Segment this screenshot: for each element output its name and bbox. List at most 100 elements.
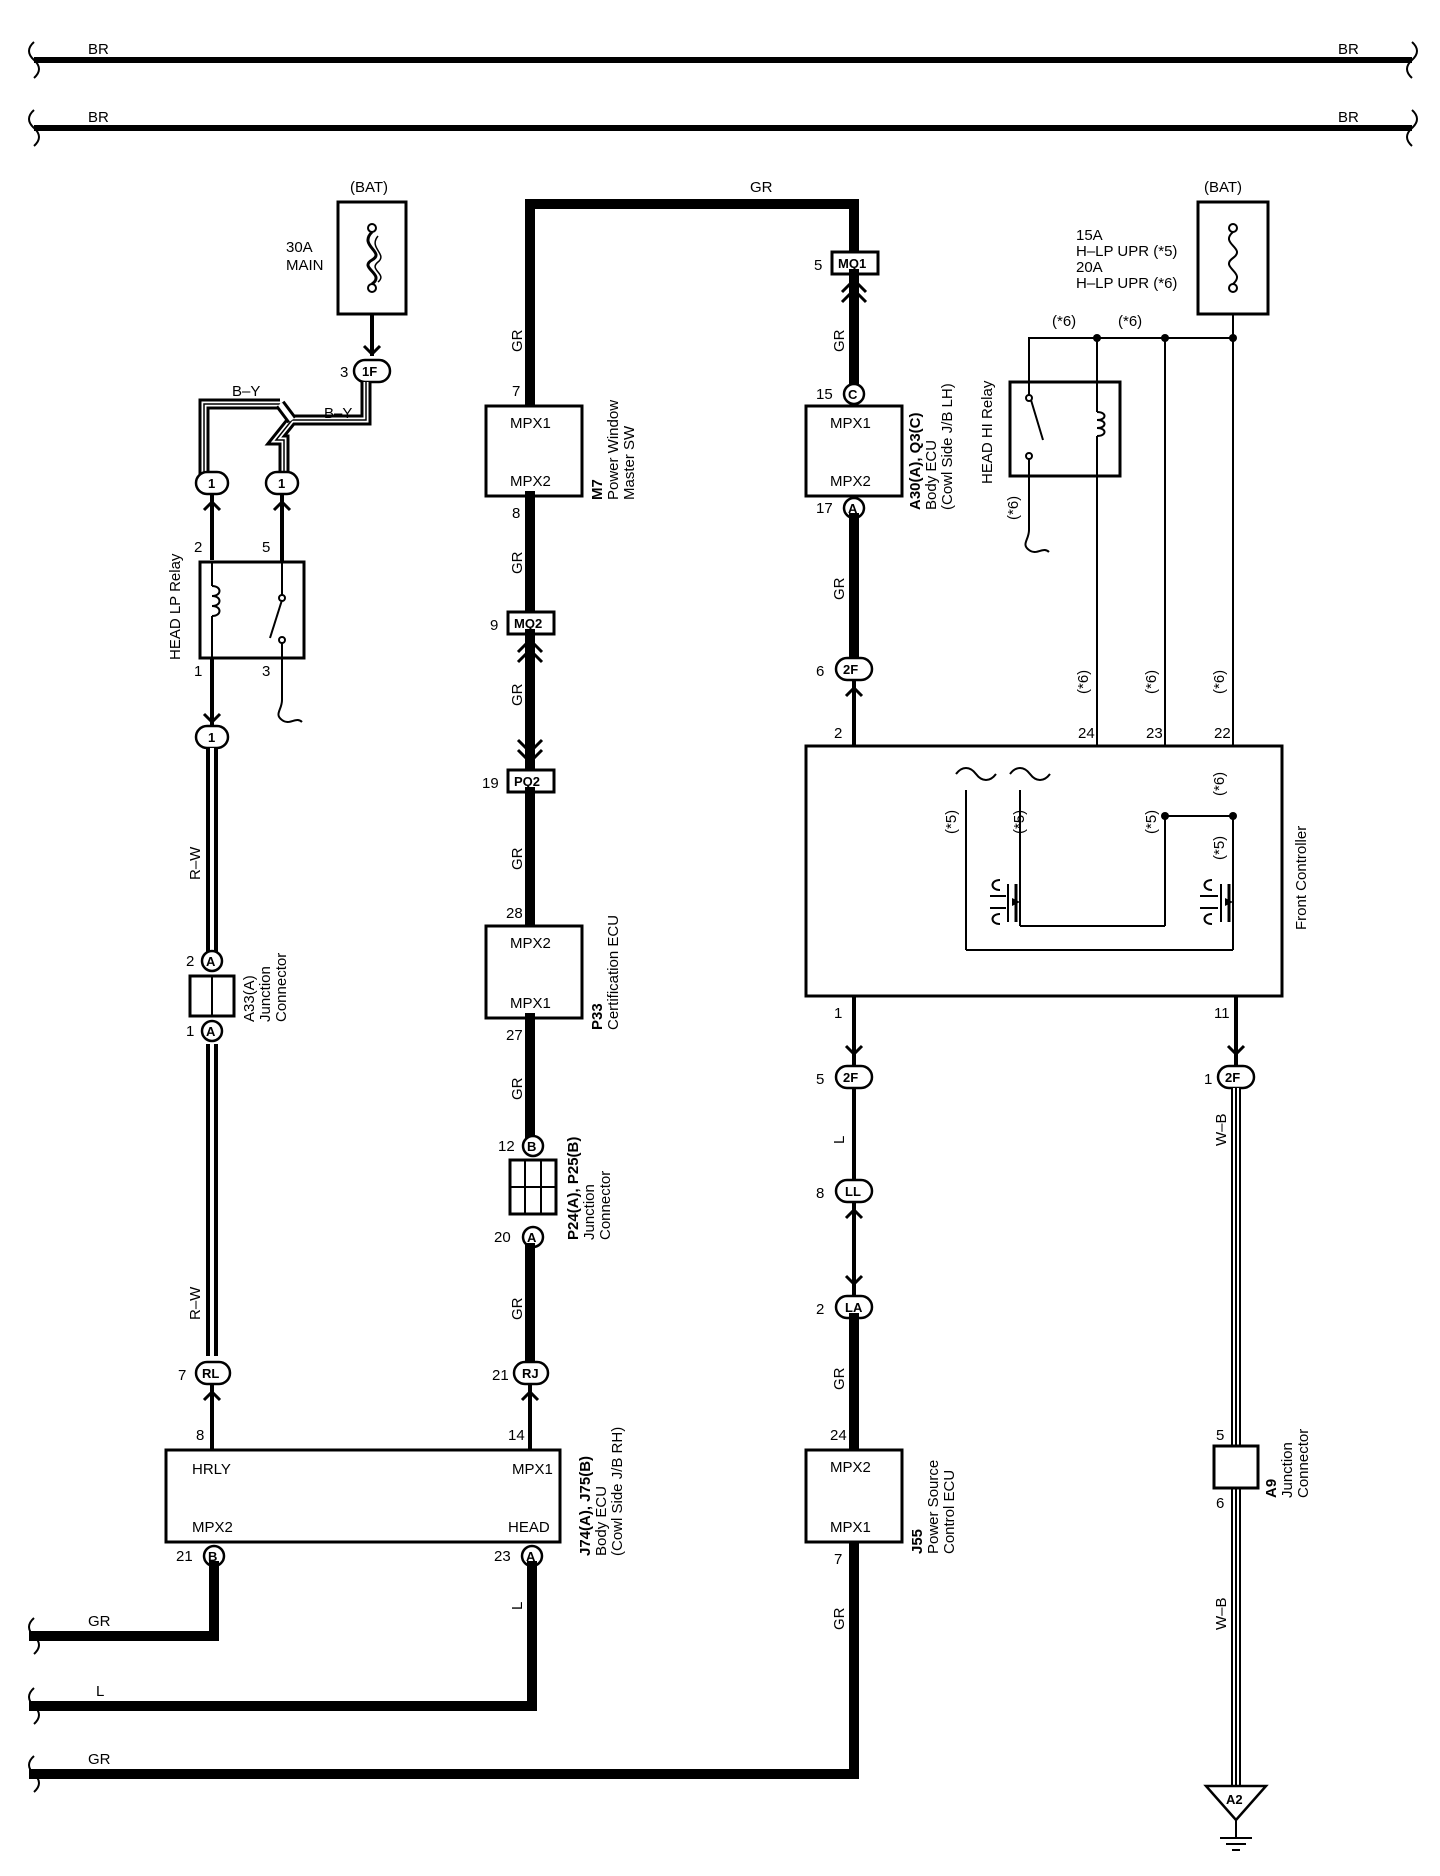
bus-label: BR xyxy=(1338,109,1359,126)
arrow-up-icon xyxy=(520,1389,540,1402)
note-label: (*6) xyxy=(1143,670,1160,694)
note-label: (*6) xyxy=(1211,670,1228,694)
connector-id: MQ2 xyxy=(514,616,542,631)
pin-number: 1 xyxy=(834,1005,842,1022)
pin-number: 11 xyxy=(1214,1005,1230,1022)
arrow-down-icon xyxy=(362,344,382,357)
component-code: A9 xyxy=(1263,1479,1280,1498)
connector-id: LA xyxy=(845,1300,863,1315)
relay-coil-icon xyxy=(1096,382,1106,476)
pin-number: 5 xyxy=(814,257,822,274)
component-code: P33 xyxy=(589,1003,606,1030)
component-code: P24(A), P25(B) xyxy=(565,1137,582,1240)
pin-number: 1 xyxy=(194,663,202,680)
wire-color: L xyxy=(831,1136,848,1144)
pin-number: 24 xyxy=(830,1427,847,1444)
pin-number: 23 xyxy=(1146,725,1163,742)
br-bus-lines: BR BR BR BR xyxy=(28,41,1418,147)
component-name: Body ECU xyxy=(923,440,940,510)
arrow-up-icon xyxy=(516,637,544,664)
terminal-label: MPX2 xyxy=(192,1519,233,1536)
component-name: Power Window xyxy=(605,400,622,500)
component-name: (Cowl Side J/B LH) xyxy=(939,383,956,510)
component-code: A33(A) xyxy=(241,975,258,1022)
arrow-down-icon xyxy=(844,1044,864,1057)
note-label: (*5) xyxy=(1143,810,1160,834)
wire-color: W–B xyxy=(1213,1113,1230,1146)
main-fuse-box xyxy=(336,200,408,316)
terminal-label: MPX2 xyxy=(830,1459,871,1476)
component-name: Junction xyxy=(257,966,274,1022)
component-code: J74(A), J75(B) xyxy=(577,1456,594,1556)
arrow-down-icon xyxy=(844,1274,864,1287)
wire-color: B–Y xyxy=(232,383,260,400)
terminal-label: MPX2 xyxy=(830,473,871,490)
bat-label: (BAT) xyxy=(1204,179,1242,196)
connector-id: A xyxy=(206,954,216,969)
pin-number: 12 xyxy=(498,1138,515,1155)
pin-number: 7 xyxy=(512,383,520,400)
connector-id: 1 xyxy=(208,476,215,491)
bus-label: BR xyxy=(88,41,109,58)
component-name: Junction xyxy=(581,1184,598,1240)
pin-number: 21 xyxy=(176,1548,193,1565)
connector-id: 1 xyxy=(208,730,215,745)
connector-id: B xyxy=(527,1139,536,1154)
connector-id: A xyxy=(526,1549,536,1564)
relay-label: HEAD HI Relay xyxy=(979,380,996,484)
pin-number: 2 xyxy=(194,539,202,556)
component-name: Connector xyxy=(1295,1429,1312,1498)
terminal-label: MPX1 xyxy=(510,995,551,1012)
terminal-label: MPX2 xyxy=(510,473,551,490)
connector-pin-a xyxy=(200,949,224,973)
bus-label: BR xyxy=(1338,41,1359,58)
break-mark-icon xyxy=(1009,767,1051,781)
connector-id: 2F xyxy=(843,1070,858,1085)
wire-color: GR xyxy=(509,1077,526,1100)
wire-color: GR xyxy=(831,1607,848,1630)
j74-body-ecu-box xyxy=(164,1448,562,1544)
front-controller-circuit: MQ1 5 GR C 15 MPX1 MPX2 A30(A), Q3(C) Bo… xyxy=(804,179,1312,1851)
ground-icon xyxy=(1203,1784,1269,1851)
pin-number: 7 xyxy=(178,1367,186,1384)
pin-number: 21 xyxy=(492,1367,509,1384)
pin-number: 6 xyxy=(1216,1495,1224,1512)
fuse-icon xyxy=(366,223,382,293)
terminal-label: MPX2 xyxy=(510,935,551,952)
component-name: Junction xyxy=(1279,1442,1296,1498)
pin-number: 22 xyxy=(1214,725,1231,742)
m7-power-window-master-sw xyxy=(484,404,584,498)
pin-number: 2 xyxy=(834,725,842,742)
connector-id: 2F xyxy=(1225,1070,1240,1085)
ground-label: A2 xyxy=(1226,1792,1243,1807)
connector-id: PQ2 xyxy=(514,774,540,789)
pin-number: 8 xyxy=(512,505,520,522)
pin-number: 14 xyxy=(508,1427,525,1444)
component-code: M7 xyxy=(589,479,606,500)
break-mark-icon xyxy=(1024,529,1050,553)
front-controller xyxy=(804,744,1284,998)
mosfet-icon xyxy=(1200,816,1234,950)
component-name: Front Controller xyxy=(1293,826,1310,930)
terminal-label: HRLY xyxy=(192,1461,231,1478)
pin-number: 24 xyxy=(1078,725,1095,742)
j55-power-source-control-ecu xyxy=(804,1448,904,1544)
fuse-amp: 30A xyxy=(286,239,313,256)
pin-number: 1 xyxy=(1204,1071,1212,1088)
fuse-amp: 15A xyxy=(1076,227,1103,244)
j74-body-ecu: HRLY MPX1 MPX2 HEAD B 21 A 23 J74(A), J7… xyxy=(164,1427,626,1568)
component-name: Connector xyxy=(273,953,290,1022)
fuse-amp: 20A xyxy=(1076,259,1103,276)
wire-color: L xyxy=(96,1683,104,1700)
pin-number: 20 xyxy=(494,1229,511,1246)
connector-id: RJ xyxy=(522,1366,539,1381)
component-name: Master SW xyxy=(621,425,638,500)
connector-id: A xyxy=(527,1230,537,1245)
relay-switch-icon xyxy=(1025,382,1044,476)
connector-id: A xyxy=(206,1024,216,1039)
connector-id: A xyxy=(848,501,858,516)
arrow-up-icon xyxy=(844,1207,864,1220)
note-label: (*6) xyxy=(1211,772,1228,796)
